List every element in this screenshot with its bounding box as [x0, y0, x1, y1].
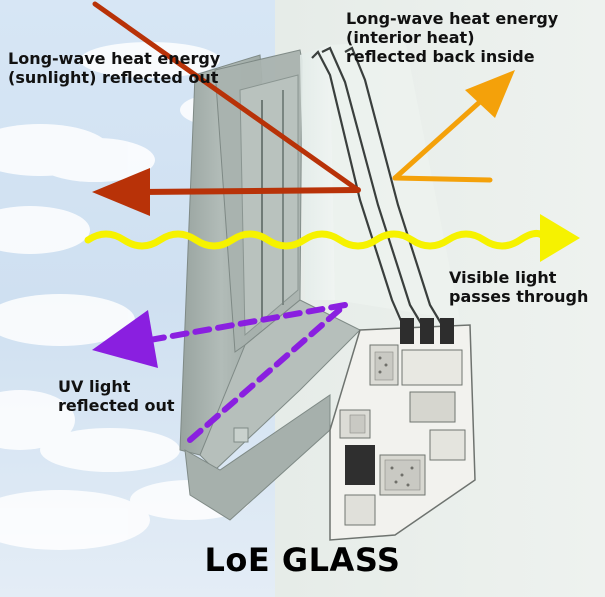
sunlight-reflection-arrow — [92, 1, 361, 216]
interior-heat-label: Long-wave heat energy (interior heat) re… — [346, 9, 558, 66]
uv-label-line1: UV light — [58, 377, 131, 396]
interior-label-line3: reflected back inside — [346, 47, 535, 66]
visible-label-line1: Visible light — [449, 268, 557, 287]
sunlight-label-line1: Long-wave heat energy — [8, 49, 221, 68]
uv-label-line2: reflected out — [58, 396, 175, 415]
sunlight-label-line2: (sunlight) reflected out — [8, 68, 219, 87]
frame-profile-cross-section — [329, 318, 476, 541]
interior-label-line1: Long-wave heat energy — [346, 9, 559, 28]
glass-panes — [311, 46, 446, 331]
visible-label-line2: passes through — [449, 287, 589, 306]
diagram-title: LoE GLASS — [204, 541, 401, 579]
uv-light-label: UV light reflected out — [58, 377, 175, 415]
visible-light-arrow — [84, 214, 580, 262]
interior-label-line2: (interior heat) — [346, 28, 475, 47]
interior-heat-reflection-arrow — [392, 70, 515, 183]
uv-reflection-arrow — [92, 302, 348, 443]
visible-light-label: Visible light passes through — [449, 268, 588, 306]
sunlight-reflected-label: Long-wave heat energy (sunlight) reflect… — [8, 49, 220, 87]
